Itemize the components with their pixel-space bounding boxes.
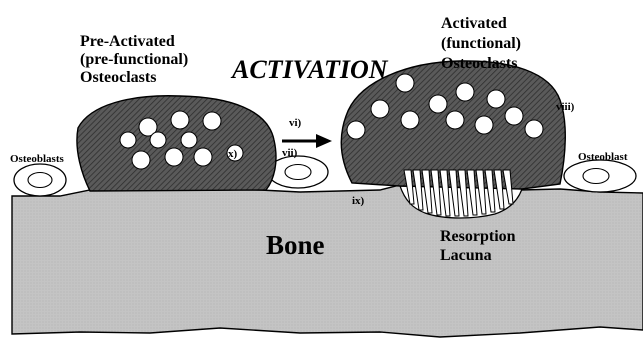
pre-activated-label-line2: (pre-functional) [80,51,188,68]
osteoblast-right [564,160,636,192]
activation-title: ACTIVATION [230,55,389,84]
marker-x: x) [228,148,238,160]
marker-ix: ix) [352,195,365,207]
osteoblasts-left-label: Osteoblasts [10,153,65,165]
bone-label: Bone [266,230,325,260]
resorption-label-line1: Resorption [440,228,516,245]
activated-label-line3: Osteoclasts [441,55,517,72]
osteoblasts-right-label: Osteoblast [578,151,628,163]
marker-vii: vii) [282,147,298,159]
pre-activated-label-line1: Pre-Activated [80,33,175,50]
pre-activated-osteoclast [77,96,276,191]
bone-block [12,185,643,337]
marker-viii: viii) [556,101,575,113]
resorption-label-line2: Lacuna [440,247,492,264]
activation-arrow [282,134,332,148]
marker-vi: vi) [289,117,302,129]
osteoblast-middle [268,156,328,188]
activated-label-line2: (functional) [441,35,521,52]
activated-label-line1: Activated [441,15,507,32]
osteoblast-left [14,164,66,196]
pre-activated-label-line3: Osteoclasts [80,69,156,86]
